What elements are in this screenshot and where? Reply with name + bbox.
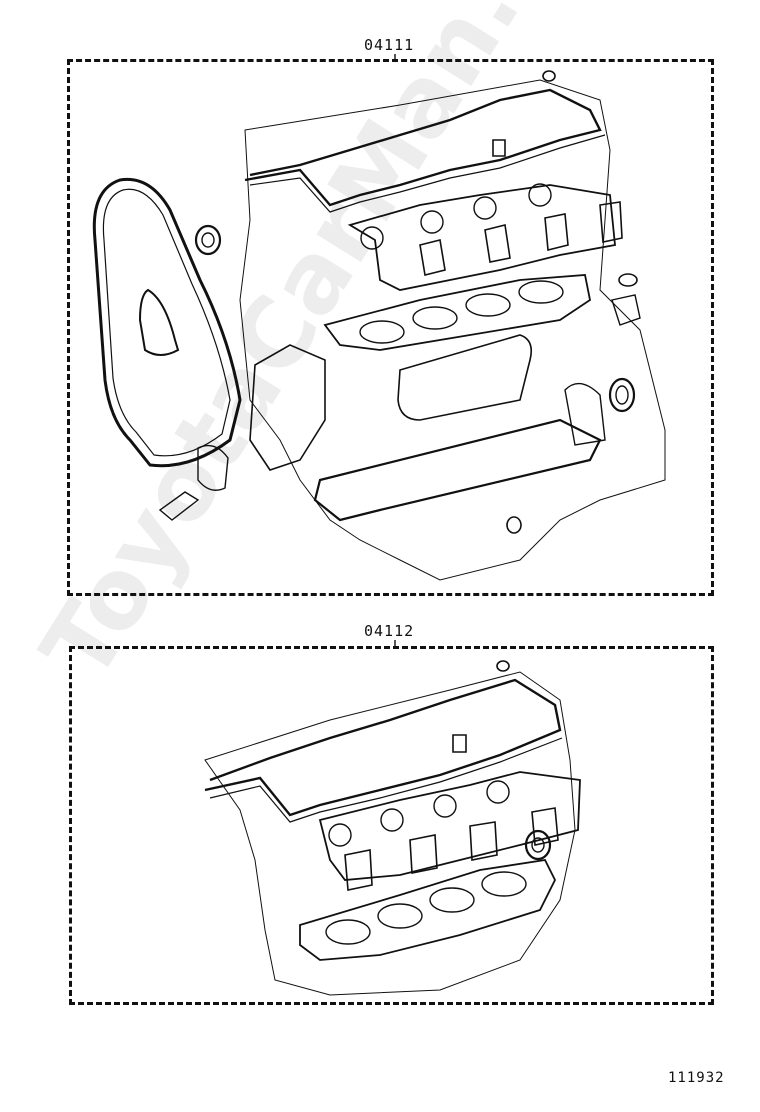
engine-block-outline (239, 79, 666, 581)
intake-port-2-2 (380, 808, 404, 832)
head-gasket-2-bore-4 (481, 871, 527, 897)
drain-plug-gasket (506, 516, 522, 534)
head-gasket-bore-1 (359, 320, 405, 344)
head-gasket-bore-3 (465, 293, 511, 317)
head-gasket-bore-2 (412, 306, 458, 330)
grommet-top (492, 139, 506, 157)
outlet-gasket (611, 294, 641, 326)
intake-manifold-gasket-2 (318, 771, 581, 881)
head-gasket-2-bore-2 (377, 903, 423, 929)
camshaft-oil-seal-inner (531, 837, 545, 853)
oil-seal-rear-inner (615, 385, 629, 405)
cylinder-head-gasket (323, 274, 592, 351)
oil-seal-rear (608, 377, 636, 413)
front-plate-gasket (249, 344, 326, 471)
thermostat-gasket (158, 491, 200, 521)
exhaust-manifold-gasket (419, 201, 623, 276)
part-number-bottom[interactable]: 04112 (364, 622, 415, 640)
rear-retainer-gasket (564, 382, 606, 446)
valve-cover-gasket (244, 88, 602, 207)
camshaft-oil-seal (524, 829, 552, 861)
group-frame-bottom (69, 646, 714, 1005)
head-gasket-bore-4 (518, 280, 564, 304)
intake-port-2 (420, 210, 444, 234)
valve-cover-gasket-2 (204, 678, 562, 817)
intake-manifold-gasket (347, 184, 616, 291)
grommet-2 (452, 734, 467, 753)
oil-filler-gasket (542, 70, 556, 82)
gasket-kit-drawing-bottom (204, 660, 581, 996)
part-number-top[interactable]: 04111 (364, 36, 415, 54)
intake-port-1 (360, 226, 384, 250)
group-frame-top (67, 59, 714, 596)
intake-port-2-1 (328, 823, 352, 847)
gasket-kit-drawing-top (92, 70, 666, 581)
timing-cover-gasket (92, 177, 242, 468)
head-gasket-2-bore-1 (325, 919, 371, 945)
intake-port-3 (473, 196, 497, 220)
intake-port-2-4 (486, 780, 510, 804)
exhaust-manifold-gasket-2 (344, 807, 559, 891)
valve-cover-gasket-inner (249, 134, 606, 213)
o-ring-top (618, 273, 638, 287)
valve-cover-gasket-2-inner (209, 737, 563, 823)
oil-seal-front (194, 224, 222, 256)
oil-seal-front-inner (201, 232, 215, 248)
timing-cover-gasket-inner (102, 188, 231, 457)
figure-number: 111932 (668, 1070, 725, 1086)
timing-cover-window (138, 288, 180, 356)
intake-port-4 (528, 183, 552, 207)
cylinder-head-gasket-2 (299, 859, 557, 961)
water-pump-gasket (197, 444, 229, 491)
side-cover-gasket (397, 334, 533, 421)
oil-pan-gasket (313, 418, 602, 522)
intake-port-2-3 (433, 794, 457, 818)
oil-filler-gasket-2 (496, 660, 510, 672)
head-gasket-2-bore-3 (429, 887, 475, 913)
cylinder-head-outline (204, 671, 576, 996)
